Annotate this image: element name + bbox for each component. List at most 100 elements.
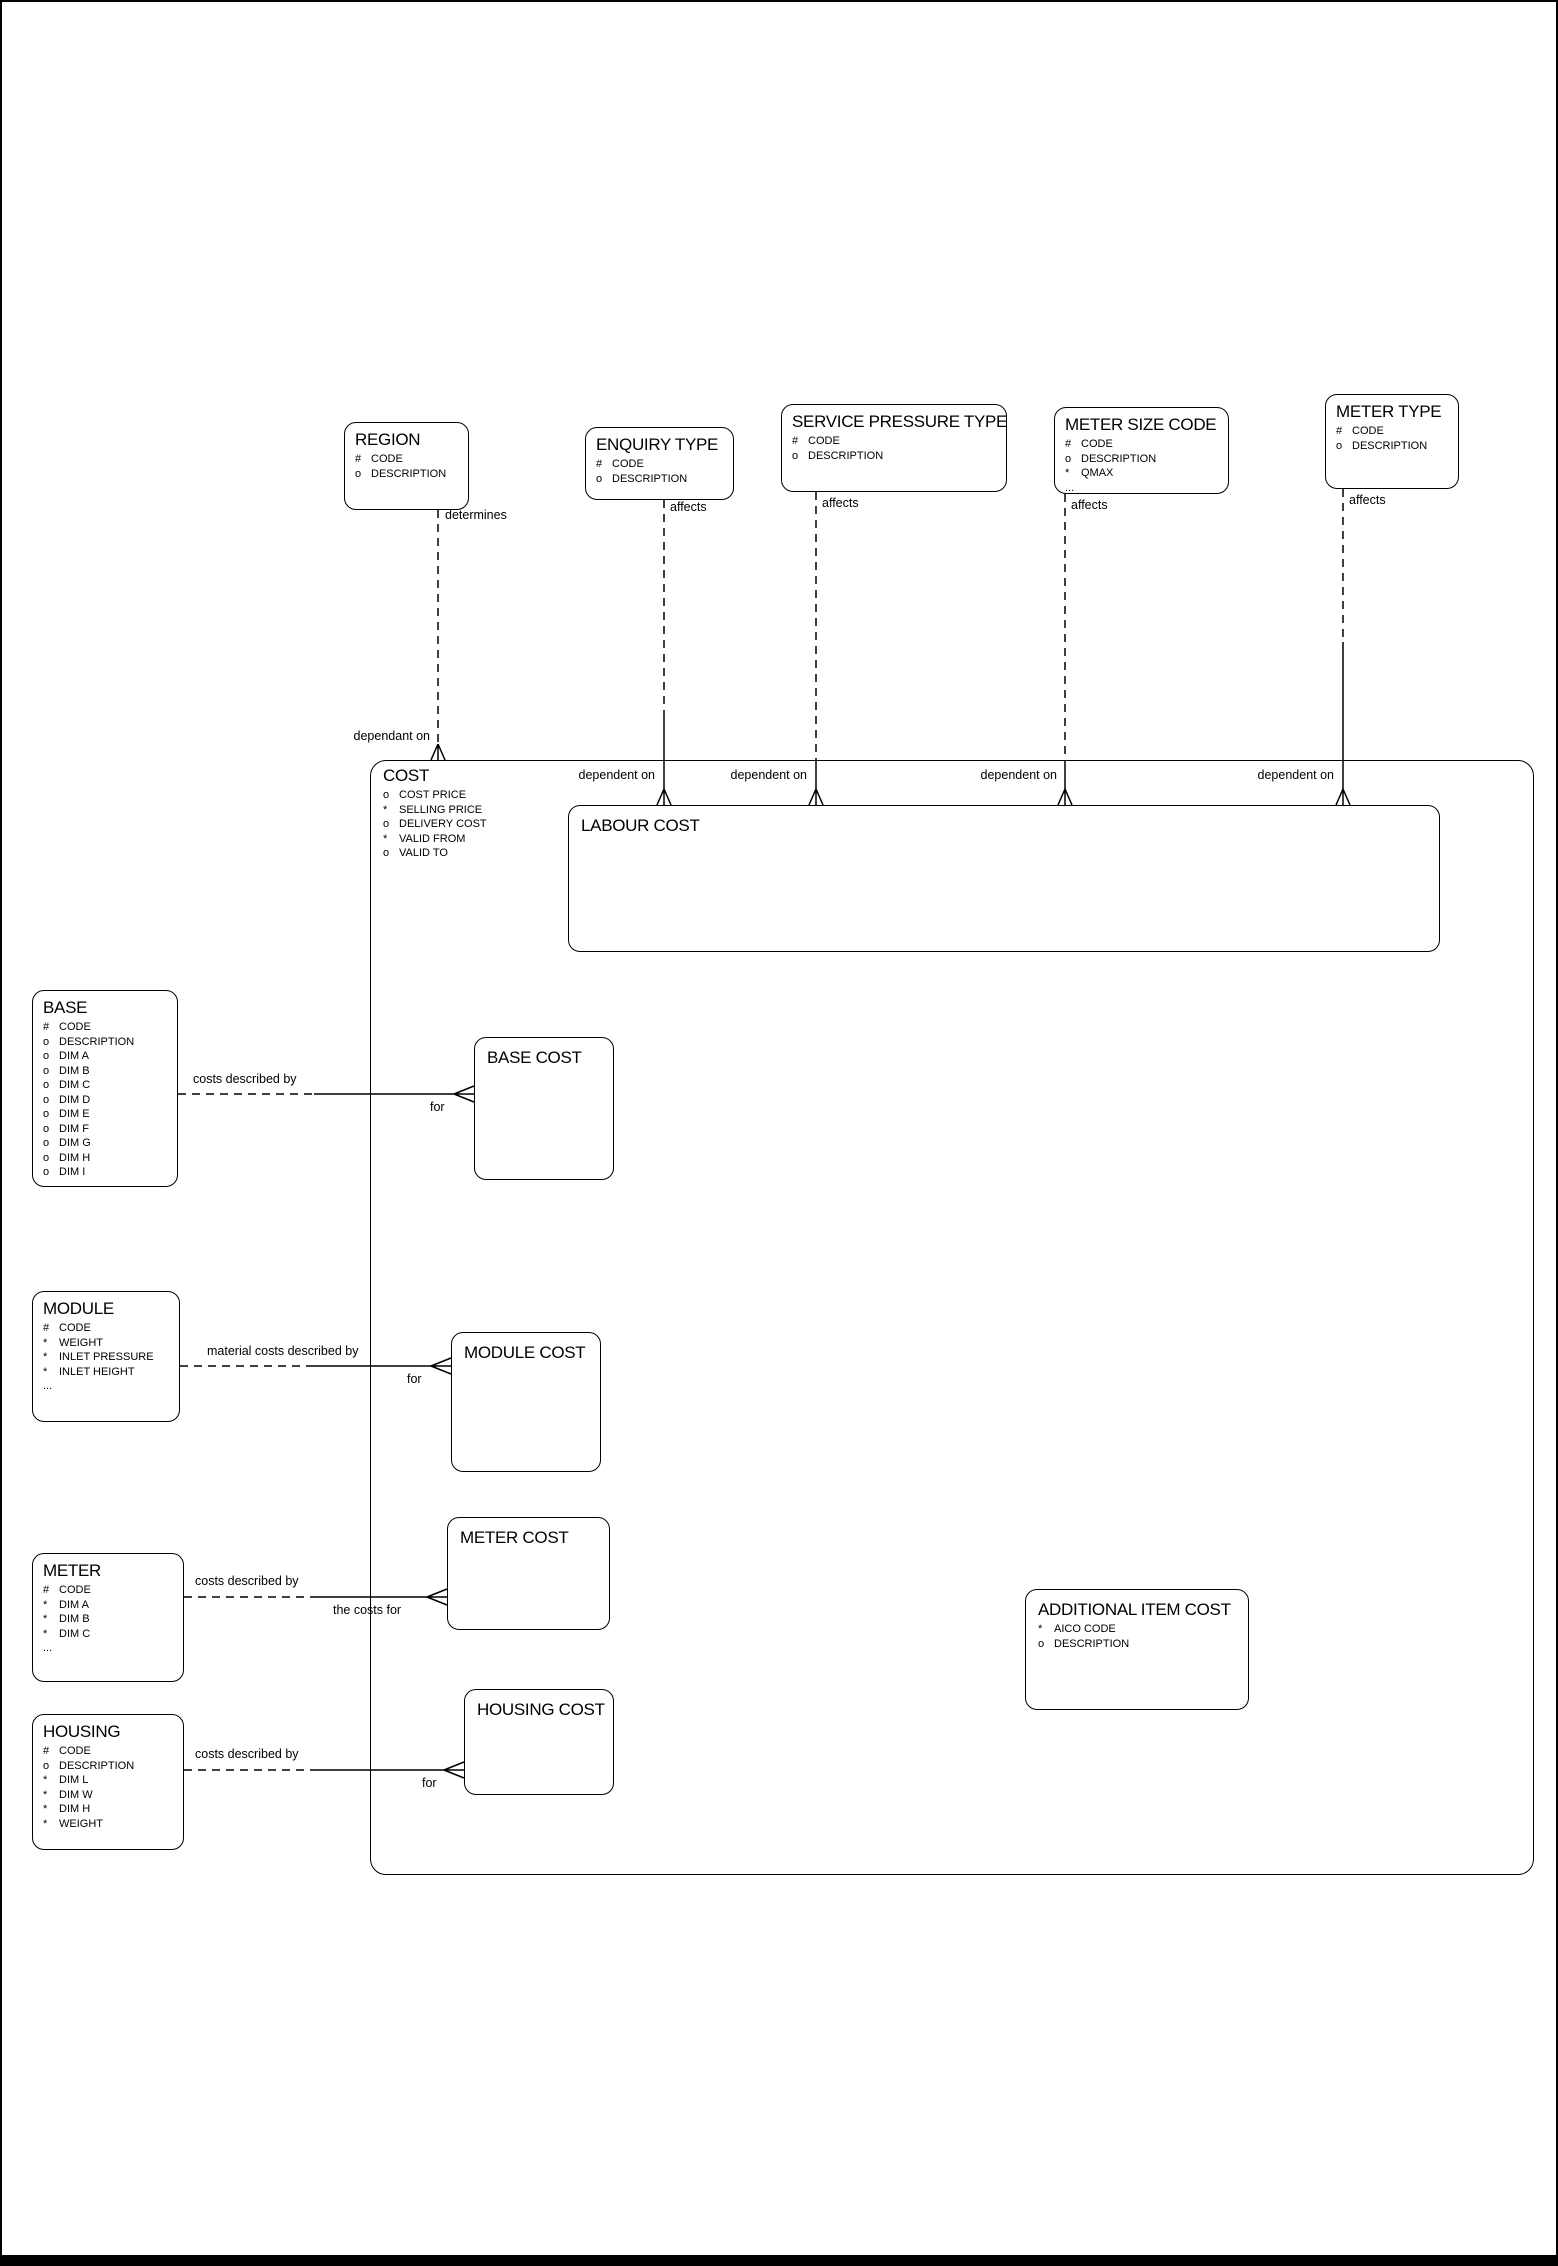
attribute-row: #CODE (792, 434, 1000, 449)
attribute-name: CODE (59, 1021, 91, 1033)
attribute-row: ... (43, 1641, 177, 1656)
entity-title: METER (43, 1561, 102, 1580)
entity-housing-cost[interactable]: HOUSING COST (464, 1689, 614, 1795)
attribute-name: DIM C (59, 1627, 91, 1640)
attribute-optionality-tag: * (383, 832, 388, 845)
relationship-label: dependant on (353, 729, 430, 743)
attribute-row: *INLET PRESSURE (43, 1350, 173, 1365)
relationship-label: determines (445, 508, 507, 522)
entity-module[interactable]: MODULE #CODE *WEIGHT *INLET PRESSURE *IN… (32, 1291, 180, 1422)
entity-enquiry-type[interactable]: ENQUIRY TYPE # CODE o DESCRIPTION (585, 427, 734, 500)
attribute-name: CODE (59, 1322, 91, 1334)
attribute-name: CODE (59, 1745, 91, 1757)
attribute-row: #CODE (43, 1321, 173, 1336)
relationship-label: affects (1349, 493, 1386, 507)
entity-base-cost[interactable]: BASE COST (474, 1037, 614, 1180)
attribute-row: o DESCRIPTION (596, 472, 727, 487)
entity-module-cost[interactable]: MODULE COST (451, 1332, 601, 1472)
attribute-name: DIM I (59, 1166, 86, 1178)
attribute-name: CODE (808, 435, 840, 447)
entity-title: COST (383, 766, 430, 785)
rel-meter-type-labour-cost-line (1335, 489, 1351, 806)
attribute-name: DESCRIPTION (808, 449, 884, 462)
attribute-row: *DIM H (43, 1802, 177, 1817)
attribute-name: DIM B (59, 1613, 90, 1625)
attribute-row: #CODE (1065, 437, 1222, 452)
attribute-optionality-tag: # (43, 1745, 50, 1757)
attribute-name: DESCRIPTION (1054, 1637, 1130, 1650)
entity-title: METER COST (460, 1528, 569, 1547)
attribute-row: *DIM L (43, 1773, 177, 1788)
attribute-optionality-tag: * (43, 1803, 48, 1815)
attribute-optionality-tag: o (43, 1093, 50, 1106)
relationship-label: costs described by (193, 1072, 297, 1086)
attribute-name: DIM G (59, 1137, 91, 1149)
attribute-optionality-tag: * (43, 1817, 48, 1830)
entity-title: ENQUIRY TYPE (596, 435, 719, 454)
attribute-optionality-tag: * (43, 1365, 48, 1378)
attribute-optionality-tag: * (43, 1788, 48, 1801)
attribute-row: *QMAX (1065, 466, 1222, 481)
attribute-optionality-tag: # (596, 458, 603, 470)
relationship-label: costs described by (195, 1747, 299, 1761)
attribute-name: DESCRIPTION (612, 472, 688, 485)
attribute-row: *WEIGHT (43, 1336, 173, 1351)
entity-meter-cost[interactable]: METER COST (447, 1517, 610, 1630)
entity-title: REGION (355, 430, 421, 449)
attribute-optionality-tag: o (355, 467, 362, 480)
rel-service-pressure-type-labour-cost-line (808, 492, 824, 806)
relationship-label: for (430, 1100, 445, 1114)
relationship-label: affects (1071, 498, 1108, 512)
entity-title: METER SIZE CODE (1065, 415, 1217, 434)
attribute-optionality-tag: o (596, 472, 603, 485)
attribute-name: VALID FROM (399, 832, 466, 845)
attribute-name: VALID TO (399, 847, 448, 859)
attribute-optionality-tag: o (1038, 1637, 1045, 1650)
relationship-label: affects (822, 496, 859, 510)
attribute-name: DIM W (59, 1788, 93, 1801)
attribute-optionality-tag: o (383, 847, 390, 859)
attribute-optionality-tag: o (43, 1108, 50, 1120)
relationship-label: for (407, 1372, 422, 1386)
attribute-row: #CODE (43, 1020, 171, 1035)
attribute-row: # CODE (43, 1744, 177, 1759)
attribute-optionality-tag: ... (43, 1380, 53, 1392)
rel-meter-size-code-labour-cost-line (1057, 494, 1073, 806)
attribute-name: CODE (612, 458, 644, 470)
attribute-name: DIM E (59, 1108, 90, 1120)
attribute-name: AICO CODE (1054, 1623, 1116, 1635)
attribute-name: CODE (1081, 438, 1113, 450)
entity-meter[interactable]: METER #CODE *DIM A *DIM B *DIM C ... (32, 1553, 184, 1682)
entity-title: SERVICE PRESSURE TYPE (792, 412, 1008, 431)
entity-title: ADDITIONAL ITEM COST (1038, 1600, 1231, 1619)
attribute-row: #CODE (355, 452, 462, 467)
entity-title: LABOUR COST (581, 816, 700, 835)
relationship-label: for (422, 1776, 437, 1790)
entity-title: METER TYPE (1336, 402, 1442, 421)
attribute-optionality-tag: * (43, 1774, 48, 1786)
attribute-name: DESCRIPTION (1352, 439, 1428, 452)
attribute-name: INLET HEIGHT (59, 1365, 135, 1378)
attribute-name: DIM D (59, 1093, 91, 1106)
attribute-row: * VALID FROM (383, 832, 1527, 847)
attribute-row: o DESCRIPTION (1038, 1637, 1242, 1652)
relationship-label: the costs for (333, 1603, 402, 1617)
attribute-name: DIM H (59, 1151, 91, 1164)
entity-labour-cost[interactable]: LABOUR COST (568, 805, 1440, 952)
entity-title: MODULE COST (464, 1343, 586, 1362)
attribute-row: #CODE (43, 1583, 177, 1598)
